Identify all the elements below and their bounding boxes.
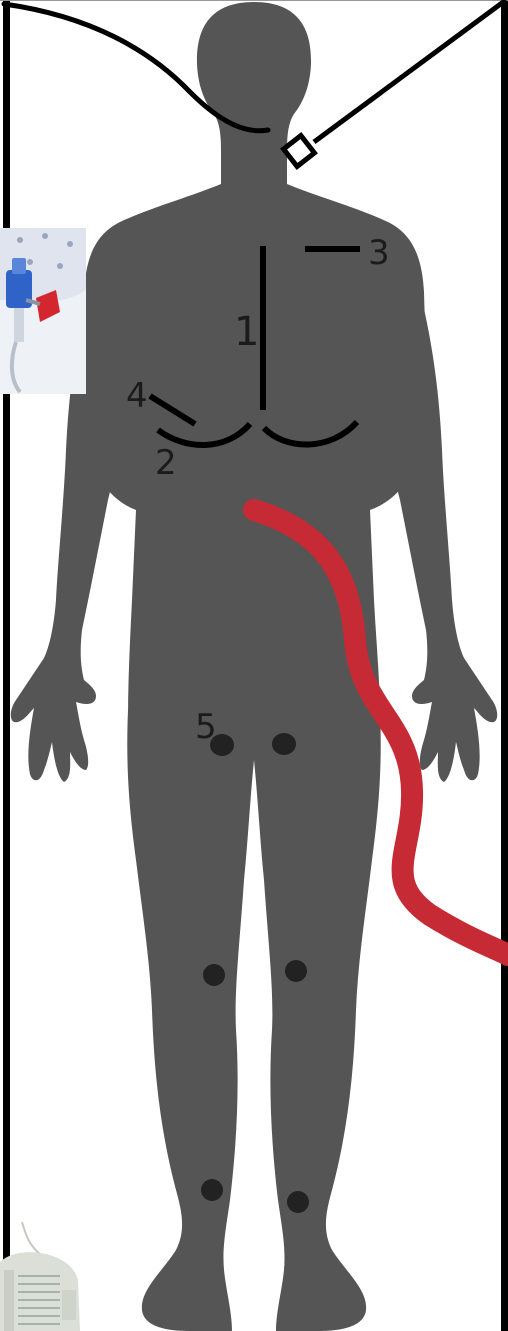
electrode-dot (285, 960, 307, 982)
label-1: 1 (234, 309, 259, 355)
human-silhouette (11, 2, 497, 1331)
central-line-connector (284, 136, 315, 167)
label-4: 4 (126, 376, 148, 416)
central-line-tube (314, 0, 506, 142)
electrode-dot (287, 1191, 309, 1213)
left-bed-rail (3, 0, 10, 1331)
iv-connector-photo (0, 228, 86, 394)
electrode-dot (201, 1179, 223, 1201)
electrode-dot (203, 964, 225, 986)
label-3: 3 (368, 233, 390, 273)
electrode-dot (272, 733, 296, 755)
urine-bag-photo (0, 1222, 80, 1331)
right-bed-rail (501, 0, 508, 1331)
label-2: 2 (155, 443, 177, 483)
label-5: 5 (195, 707, 217, 747)
